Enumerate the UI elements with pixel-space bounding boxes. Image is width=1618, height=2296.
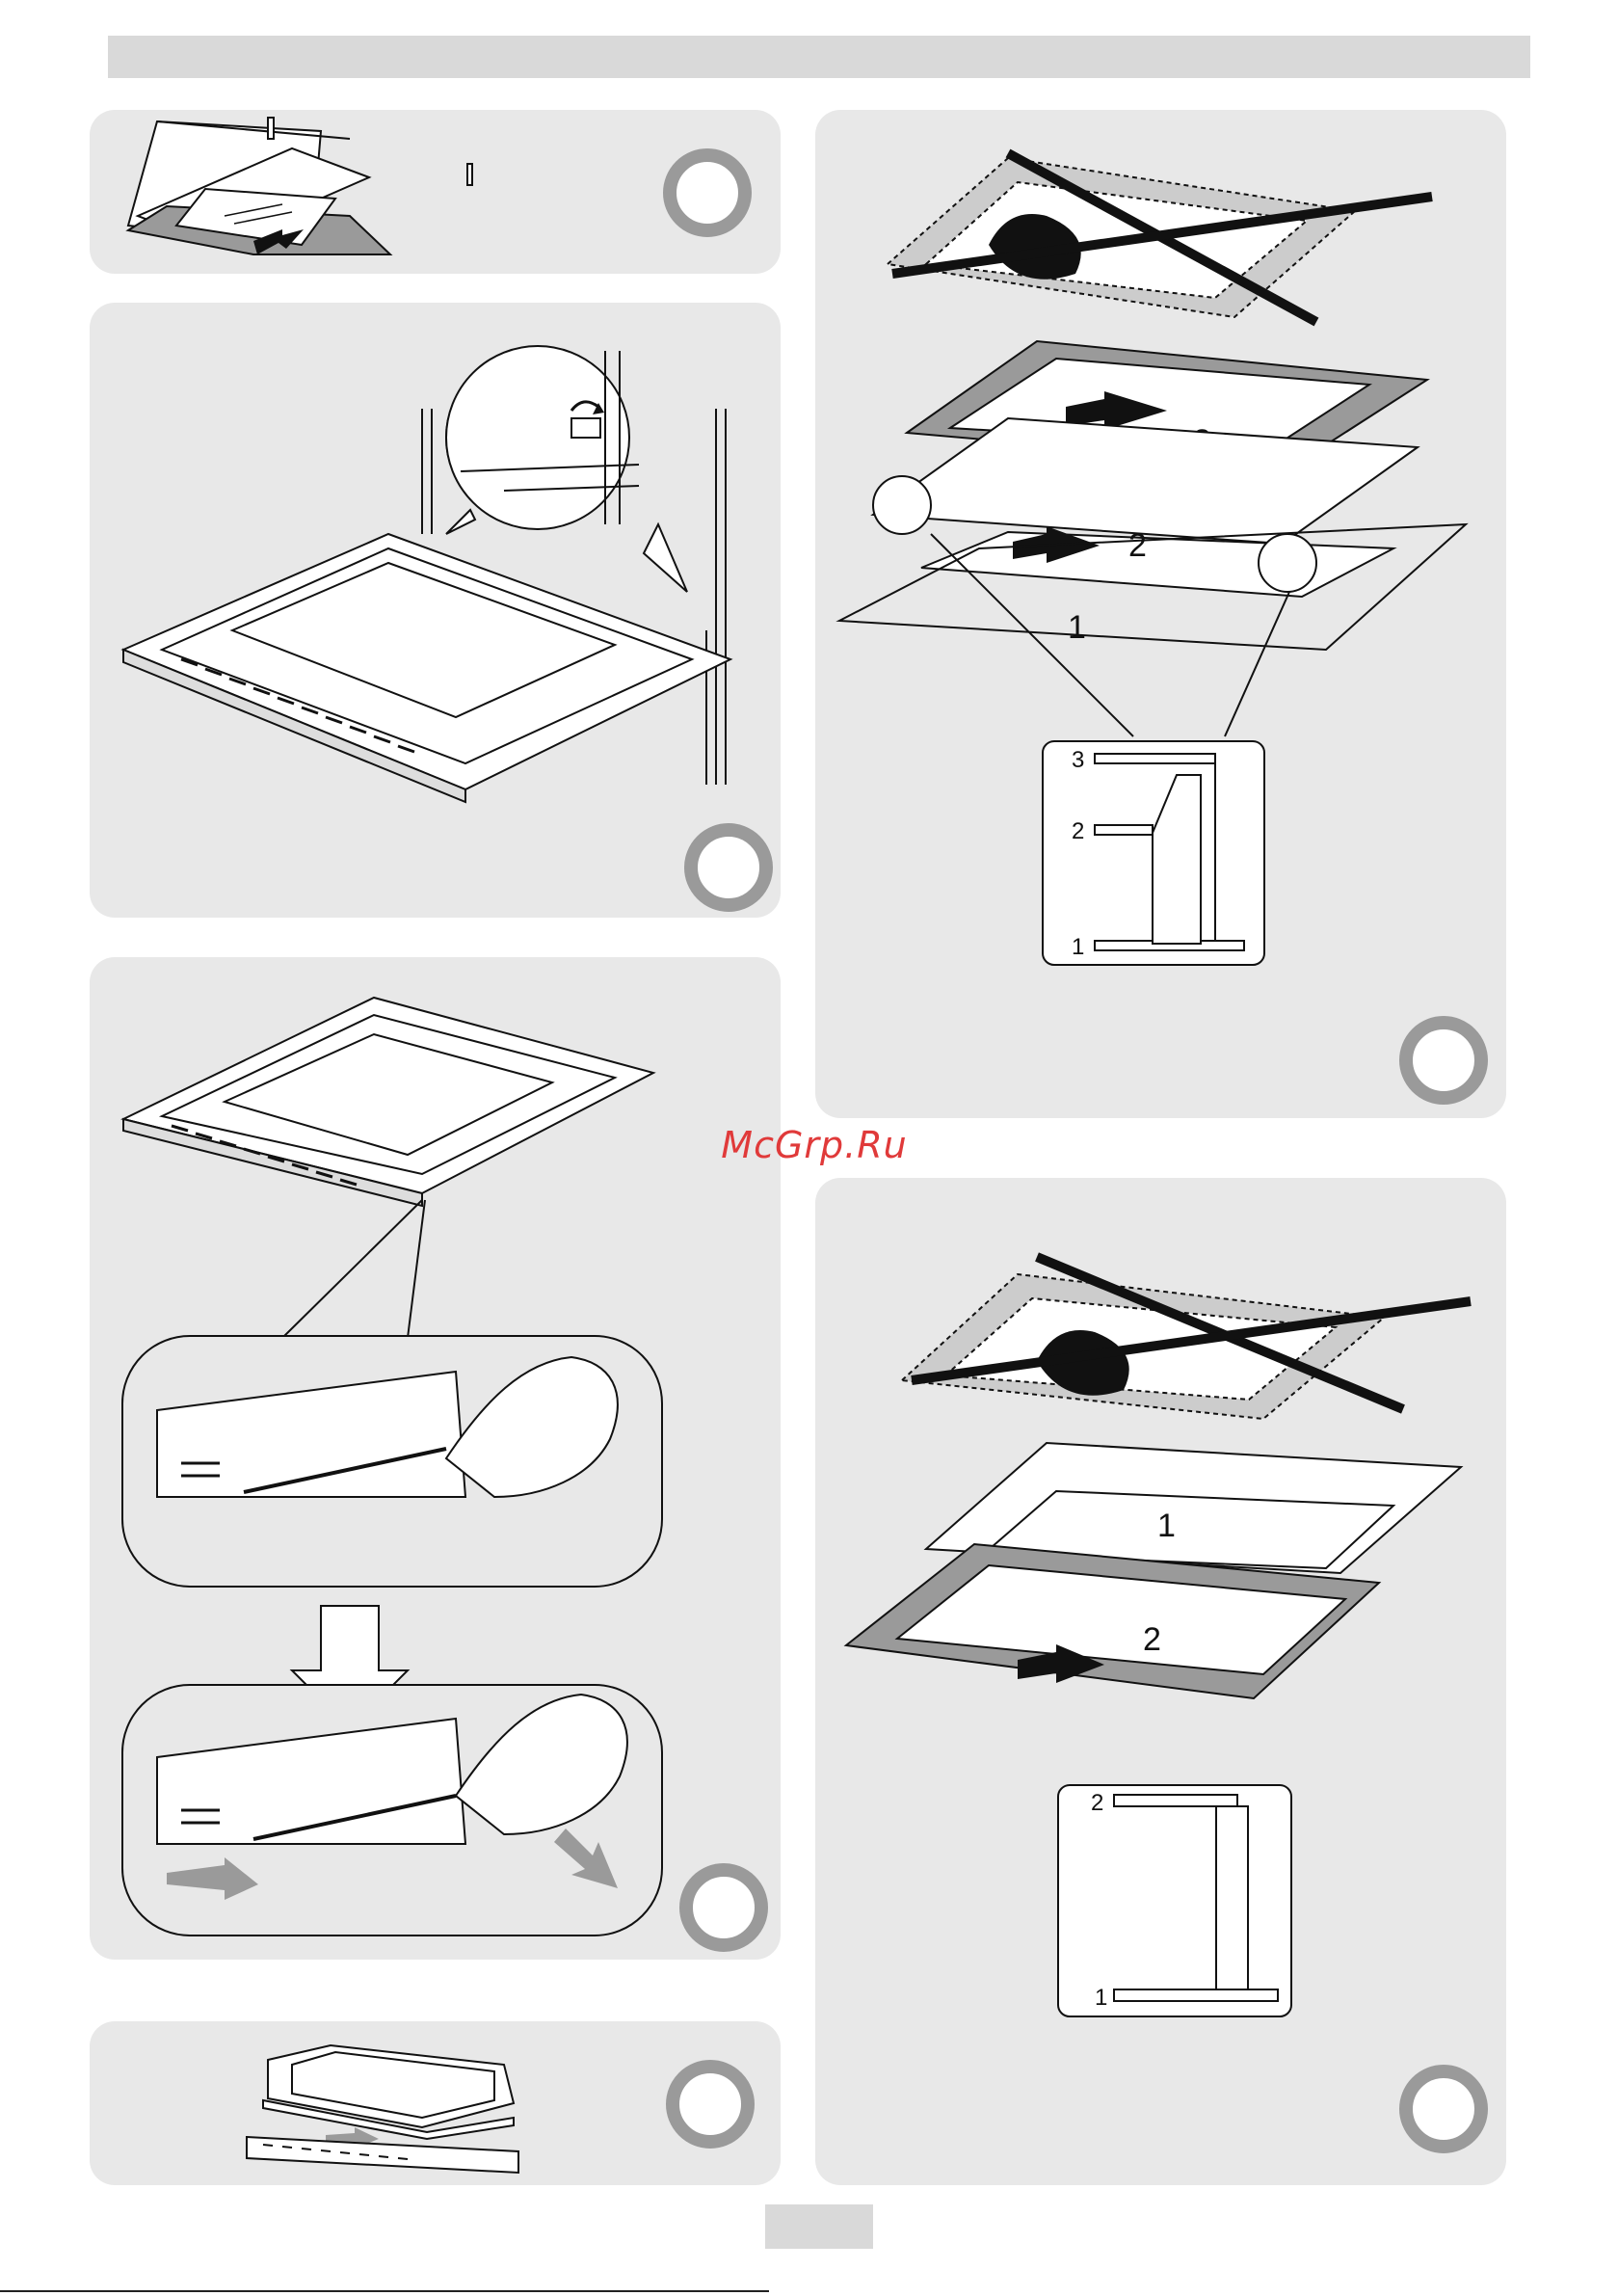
step-number-circle: [663, 148, 752, 237]
step-number-circle: [679, 1863, 768, 1952]
step-number-circle: [666, 2060, 755, 2149]
callout-2: 2: [1128, 527, 1147, 564]
panel-step-glass-layers-three: 3 2 1 3 2 1: [815, 110, 1506, 1118]
panel-step-remove-glass-small: [90, 110, 781, 274]
glass-layers-two-illustration: 1 2 2 1: [815, 1178, 1506, 2185]
detail-label-1: 1: [1095, 1985, 1107, 2011]
callout-1: 1: [1068, 609, 1086, 646]
detail-label-2: 2: [1072, 818, 1084, 844]
panel-step-remove-strip: [90, 957, 781, 1960]
callout-2: 2: [1143, 1621, 1161, 1658]
panel-step-hinge-lock: [90, 303, 781, 918]
footer-rule: [0, 2290, 769, 2292]
callout-1: 1: [1157, 1508, 1176, 1544]
detail-label-1: 1: [1072, 934, 1084, 960]
door-hinge-illustration: [90, 303, 781, 918]
header-bar: [108, 36, 1530, 78]
step-number-circle: [684, 823, 773, 912]
watermark: McGrp.Ru: [718, 1124, 911, 1166]
panel-step-strip-removed: [90, 2021, 781, 2185]
detail-label-3: 3: [1072, 747, 1084, 773]
page-number-box: [765, 2204, 873, 2249]
step-number-circle: [1399, 1016, 1488, 1105]
detail-label-2: 2: [1091, 1790, 1103, 1816]
panel-step-glass-layers-two: 1 2 2 1: [815, 1178, 1506, 2185]
screwdriver-illustration: [90, 957, 781, 1960]
glass-layers-illustration: 3 2 1 3 2 1: [815, 110, 1506, 1118]
step-number-circle: [1399, 2065, 1488, 2153]
